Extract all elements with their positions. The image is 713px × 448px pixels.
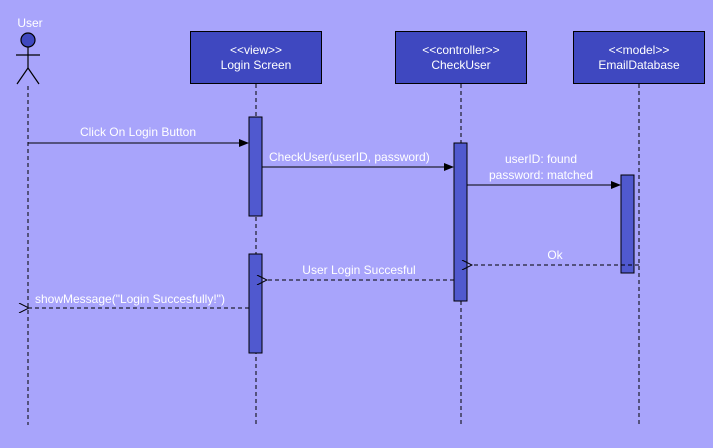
message-label-click-login: Click On Login Button [79, 125, 197, 139]
actor-label: User [17, 16, 43, 30]
stereotype-controller: <<controller>> [422, 42, 500, 57]
lifeline-name-checkuser: CheckUser [431, 57, 491, 72]
message-label-checkuser: CheckUser(userID, password) [269, 150, 430, 164]
activation-login-screen-1 [248, 116, 263, 217]
lifeline-name-login-screen: Login Screen [220, 57, 292, 72]
message-label-lookup-line1: userID: found [504, 152, 578, 166]
return-label-show-message: showMessage("Login Succesfully!") [35, 292, 225, 306]
return-label-login-success: User Login Succesful [302, 263, 416, 277]
lifeline-box-login-screen: <<view>> Login Screen [190, 31, 322, 84]
stereotype-view: <<view>> [229, 42, 283, 57]
activation-login-screen-2 [248, 253, 263, 354]
message-label-lookup-line2: password: matched [488, 168, 594, 182]
lifeline-name-emaildatabase: EmailDatabase [598, 57, 680, 72]
stereotype-model: <<model>> [608, 42, 670, 57]
activation-checkuser [453, 142, 468, 302]
lifeline-box-checkuser: <<controller>> CheckUser [395, 31, 527, 84]
actor-figure [16, 32, 40, 85]
lifeline-box-emaildatabase: <<model>> EmailDatabase [573, 31, 705, 84]
activation-emaildatabase [620, 174, 635, 274]
return-label-ok: Ok [547, 248, 563, 262]
